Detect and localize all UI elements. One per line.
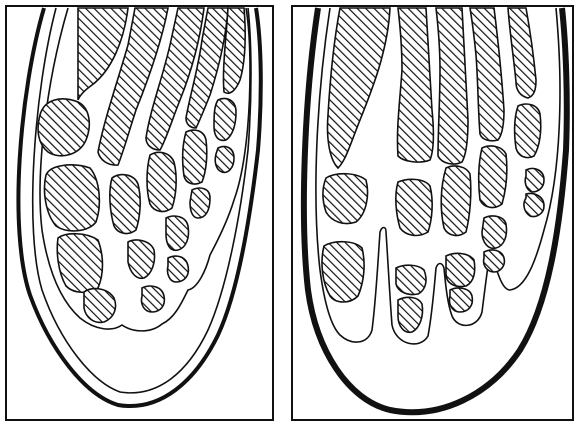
left-bone-middle-phalanx-5 xyxy=(215,146,234,172)
right-bone-proximal-phalanx-2 xyxy=(396,179,432,235)
left-bone-distal-phalanx-2 xyxy=(141,286,164,312)
right-bone-proximal-phalanx-4 xyxy=(479,146,507,207)
left-bone-middle-phalanx-2 xyxy=(128,240,155,278)
left-bone-distal-phalanx-1 xyxy=(84,289,116,323)
right-bone-middle-phalanx-1 xyxy=(322,242,364,302)
right-bone-proximal-phalanx-1 xyxy=(323,174,368,224)
left-bone-proximal-phalanx-3 xyxy=(147,152,176,211)
right-bone-proximal-phalanx-5 xyxy=(515,104,541,158)
left-panel xyxy=(6,6,273,420)
left-bone-distal-phalanx-3 xyxy=(167,256,188,282)
right-bone-middle-phalanx-4 xyxy=(482,216,507,248)
left-bone-proximal-phalanx-1 xyxy=(57,234,102,293)
left-bone-medial-sesamoid xyxy=(38,99,89,156)
right-bone-distal-phalanx-3 xyxy=(449,288,472,312)
right-bone-proximal-phalanx-3 xyxy=(441,166,471,235)
right-bone-middle-phalanx-3 xyxy=(446,253,475,286)
right-bone-middle-phalanx-2 xyxy=(396,265,426,294)
right-bone-metatarsal-3 xyxy=(436,8,468,164)
left-bone-middle-phalanx-4 xyxy=(190,188,210,218)
right-bone-middle-phalanx-5 xyxy=(525,168,544,192)
right-bone-distal-phalanx-4 xyxy=(484,250,505,272)
left-bone-middle-phalanx-3 xyxy=(166,216,189,250)
left-bone-cuneiform xyxy=(44,165,99,231)
left-bone-proximal-phalanx-4 xyxy=(183,130,207,184)
right-bone-distal-phalanx-5 xyxy=(524,194,544,217)
left-bone-proximal-phalanx-2 xyxy=(110,175,140,234)
right-bone-metatarsal-2 xyxy=(397,8,433,162)
right-panel xyxy=(292,6,573,420)
